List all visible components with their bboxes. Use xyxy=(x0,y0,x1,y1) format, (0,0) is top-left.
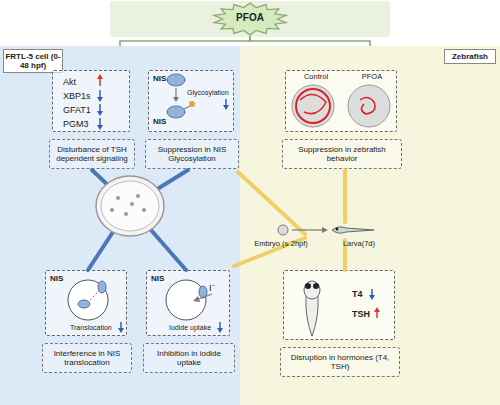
node-text: NIS xyxy=(151,274,171,283)
fish-links xyxy=(234,170,345,270)
bracket-connector xyxy=(120,36,250,46)
caption-box: Suppression in zebrafish behavior xyxy=(282,139,402,169)
node-text: PGM3 xyxy=(63,119,103,129)
panel-header: Zebrafish xyxy=(444,49,496,64)
node-text: PFOA xyxy=(352,73,392,82)
node-text: Iodide uptake xyxy=(169,324,221,332)
node-text: NIS xyxy=(153,74,173,83)
stage-label: Embryo (≤ 2hpf) xyxy=(250,240,312,249)
node-text: GFAT1 xyxy=(63,105,103,115)
level-arrows xyxy=(97,74,380,333)
caption-box: Disturbance of TSH dependent signaling xyxy=(49,139,135,169)
glycosylation-art xyxy=(167,74,195,118)
burst-shape: PFOA xyxy=(212,2,288,36)
panel: ZebrafishControl PFOA Suppression in zebra… xyxy=(240,46,500,405)
uptake-art xyxy=(166,280,212,320)
node-text: Translocation xyxy=(70,324,122,332)
node-text: Akt xyxy=(63,77,103,87)
top-band xyxy=(110,1,390,37)
dashed-box: ControlPFOASuppression in zebrafish beha… xyxy=(285,70,397,132)
dashed-box: T4TSHDisruption in hormones (T4, TSH) xyxy=(283,270,395,340)
dashed-box: NISGlycosylationNISSuppression in NIS Gl… xyxy=(148,70,234,132)
dashed-box: NISI⁻Iodide uptakeInhibition in iodide u… xyxy=(146,270,230,336)
petri-dish xyxy=(96,176,164,236)
node-text: T4 xyxy=(352,289,370,299)
node-text: NIS xyxy=(153,117,173,126)
stage-label: Larva(7d) xyxy=(338,240,380,249)
node-text: I⁻ xyxy=(209,283,225,293)
caption-box: Suppression in NIS Glycosylation xyxy=(145,139,239,169)
dashed-box: AktXBP1sGFAT1PGM3Disturbance of TSH depe… xyxy=(52,70,130,132)
larva-art xyxy=(304,281,320,336)
panel: FRTL-5 cell (0-48 hpf)AktXBP1sGFAT1PGM3D… xyxy=(0,46,240,405)
node-text: PFOA xyxy=(212,12,288,24)
bracket-connector xyxy=(250,36,370,46)
caption-box: Inhibition in iodide uptake xyxy=(143,343,235,373)
dashed-box: NISTranslocationInterference in NIS tran… xyxy=(45,270,127,336)
life-stage xyxy=(278,225,374,235)
cell-links xyxy=(88,170,188,270)
node-text: NIS xyxy=(50,274,70,283)
caption-box: Disruption in hormones (T4, TSH) xyxy=(280,347,400,377)
behavior-art xyxy=(292,85,390,127)
caption-box: Interference in NIS translocation xyxy=(42,343,132,373)
node-text: TSH xyxy=(352,309,374,319)
node-text: Control xyxy=(296,73,336,82)
node-text: XBP1s xyxy=(63,91,103,101)
node-text: Glycosylation xyxy=(187,89,235,97)
translocation-art xyxy=(68,280,108,320)
